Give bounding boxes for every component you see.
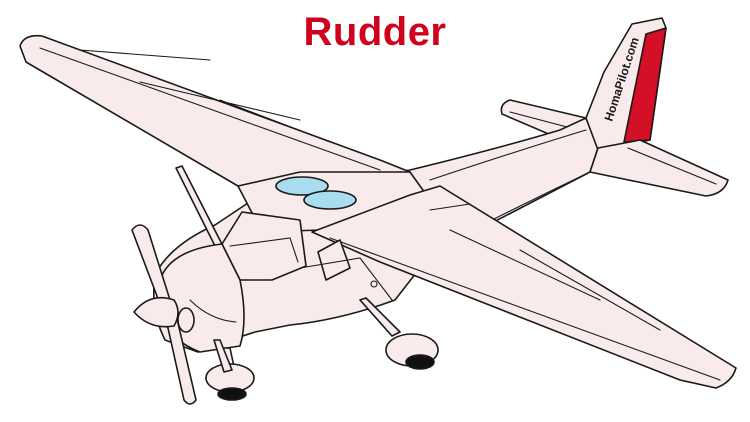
nose-wheel-tire — [218, 388, 246, 400]
engine-intake — [178, 308, 194, 332]
left-main-wheel-tire — [406, 355, 434, 369]
skylight-window-2 — [304, 191, 356, 209]
propeller-spinner — [134, 298, 178, 327]
right-horizontal-stabilizer — [590, 140, 728, 196]
